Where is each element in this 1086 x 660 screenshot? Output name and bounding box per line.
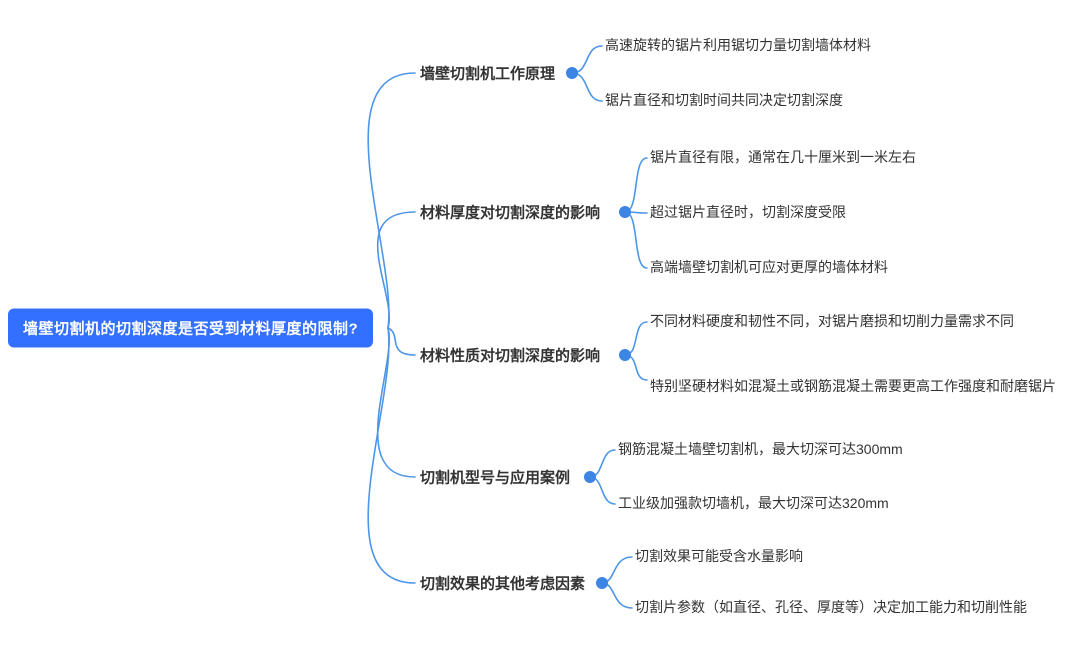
child-topic[interactable]: 不同材料硬度和韧性不同，对锯片磨损和切削力量需求不同 [650, 313, 1014, 330]
connector-line [624, 157, 648, 213]
connector-line [571, 72, 603, 102]
branch-collapse-dot[interactable] [566, 67, 578, 79]
child-topic[interactable]: 锯片直径和切割时间共同决定切割深度 [605, 92, 843, 109]
branch-topic-material-property[interactable]: 材料性质对切割深度的影响 [420, 347, 601, 365]
connector-line [376, 211, 416, 329]
branch-topic-working-principle[interactable]: 墙壁切割机工作原理 [420, 65, 556, 83]
branch-topic-material-thickness[interactable]: 材料厚度对切割深度的影响 [420, 204, 601, 222]
child-topic[interactable]: 高速旋转的锯片利用锯切力量切割墙体材料 [605, 37, 871, 54]
connector-line [624, 211, 648, 269]
branch-collapse-dot[interactable] [619, 349, 631, 361]
child-topic[interactable]: 特别坚硬材料如混凝土或钢筋混凝土需要更高工作强度和耐磨锯片 [650, 378, 1056, 395]
child-topic[interactable]: 锯片直径有限，通常在几十厘米到一米左右 [650, 149, 916, 166]
connector-line [367, 327, 416, 584]
branch-collapse-dot[interactable] [619, 206, 631, 218]
child-topic[interactable]: 切割效果可能受含水量影响 [635, 548, 803, 565]
branch-topic-models-cases[interactable]: 切割机型号与应用案例 [420, 469, 571, 487]
root-topic[interactable]: 墙壁切割机的切割深度是否受到材料厚度的限制? [8, 308, 374, 348]
connector-line [387, 327, 416, 356]
branch-collapse-dot[interactable] [584, 471, 596, 483]
child-topic[interactable]: 工业级加强款切墙机，最大切深可达320mm [618, 495, 889, 512]
child-topic[interactable]: 切割片参数（如直径、孔径、厚度等）决定加工能力和切削性能 [635, 599, 1027, 616]
connector-line [367, 72, 416, 329]
child-topic[interactable]: 钢筋混凝土墙壁切割机，最大切深可达300mm [618, 441, 903, 458]
branch-collapse-dot[interactable] [596, 577, 608, 589]
branch-topic-other-factors[interactable]: 切割效果的其他考虑因素 [420, 575, 586, 593]
child-topic[interactable]: 高端墙壁切割机可应对更厚的墙体材料 [650, 259, 888, 276]
connector-line [571, 45, 603, 74]
child-topic[interactable]: 超过锯片直径时，切割深度受限 [650, 204, 846, 221]
